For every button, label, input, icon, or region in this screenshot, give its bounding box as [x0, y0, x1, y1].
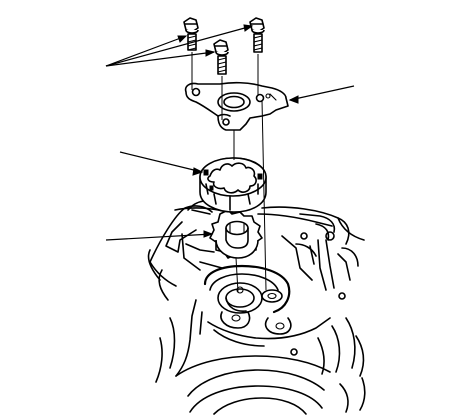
alignment-guides: [191, 52, 267, 293]
callout-outer-rotor: [119, 151, 204, 176]
pump-cover-plate: [184, 81, 289, 131]
guide-line-plate-to-housing: [261, 99, 267, 291]
guide-line-rotor-to-housing: [235, 257, 239, 293]
bolt-left: [183, 17, 199, 51]
inner-rotor: [209, 209, 263, 259]
bolt-right: [249, 17, 265, 53]
bolt-center: [213, 39, 229, 75]
outer-rotor: [199, 157, 267, 213]
callout-bolts: [105, 24, 254, 67]
callout-cover-plate: [288, 85, 355, 104]
callout-inner-rotor: [105, 230, 214, 241]
pump-housing: [147, 199, 366, 415]
